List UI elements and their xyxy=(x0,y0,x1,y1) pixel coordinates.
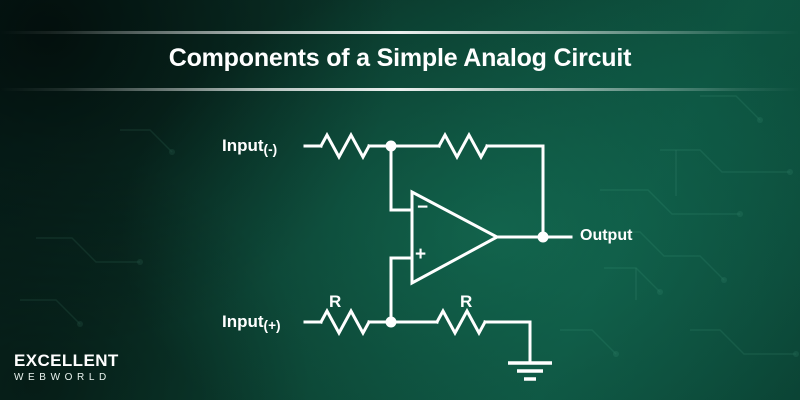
label-input-plus-text: Input xyxy=(222,312,264,331)
label-input-plus-subscript: (+) xyxy=(263,317,281,333)
junction-output-node xyxy=(537,231,549,243)
opamp-inverting-sign: − xyxy=(417,197,429,218)
brand-logo: EXCELLENT WEBWORLD xyxy=(14,352,119,383)
label-input-minus-subscript: (-) xyxy=(263,141,278,157)
resistor-input-plus xyxy=(318,307,372,337)
ground-symbol xyxy=(508,361,552,381)
junction-inverting-node xyxy=(385,140,397,152)
label-input-minus-text: Input xyxy=(222,136,264,155)
label-resistor-ground: R xyxy=(460,292,473,311)
label-resistor-input-plus: R xyxy=(329,292,342,311)
resistor-feedback-top-right xyxy=(436,131,490,161)
page-title: Components of a Simple Analog Circuit xyxy=(168,44,632,72)
header-divider-top xyxy=(0,31,800,34)
resistor-ground xyxy=(434,307,488,337)
junction-dots xyxy=(385,140,549,328)
label-input-minus: Input(-) xyxy=(222,136,277,157)
label-input-plus: Input(+) xyxy=(222,312,281,333)
label-output: Output xyxy=(580,227,633,244)
junction-non-inverting-node xyxy=(385,316,397,328)
opamp-non-inverting-sign: + xyxy=(415,244,427,265)
resistor-feedback-top-left xyxy=(318,131,372,161)
brand-logo-primary: EXCELLENT xyxy=(14,351,119,370)
opamp-triangle xyxy=(410,189,501,286)
header-divider-bottom xyxy=(0,88,800,91)
brand-logo-secondary: WEBWORLD xyxy=(14,372,111,383)
